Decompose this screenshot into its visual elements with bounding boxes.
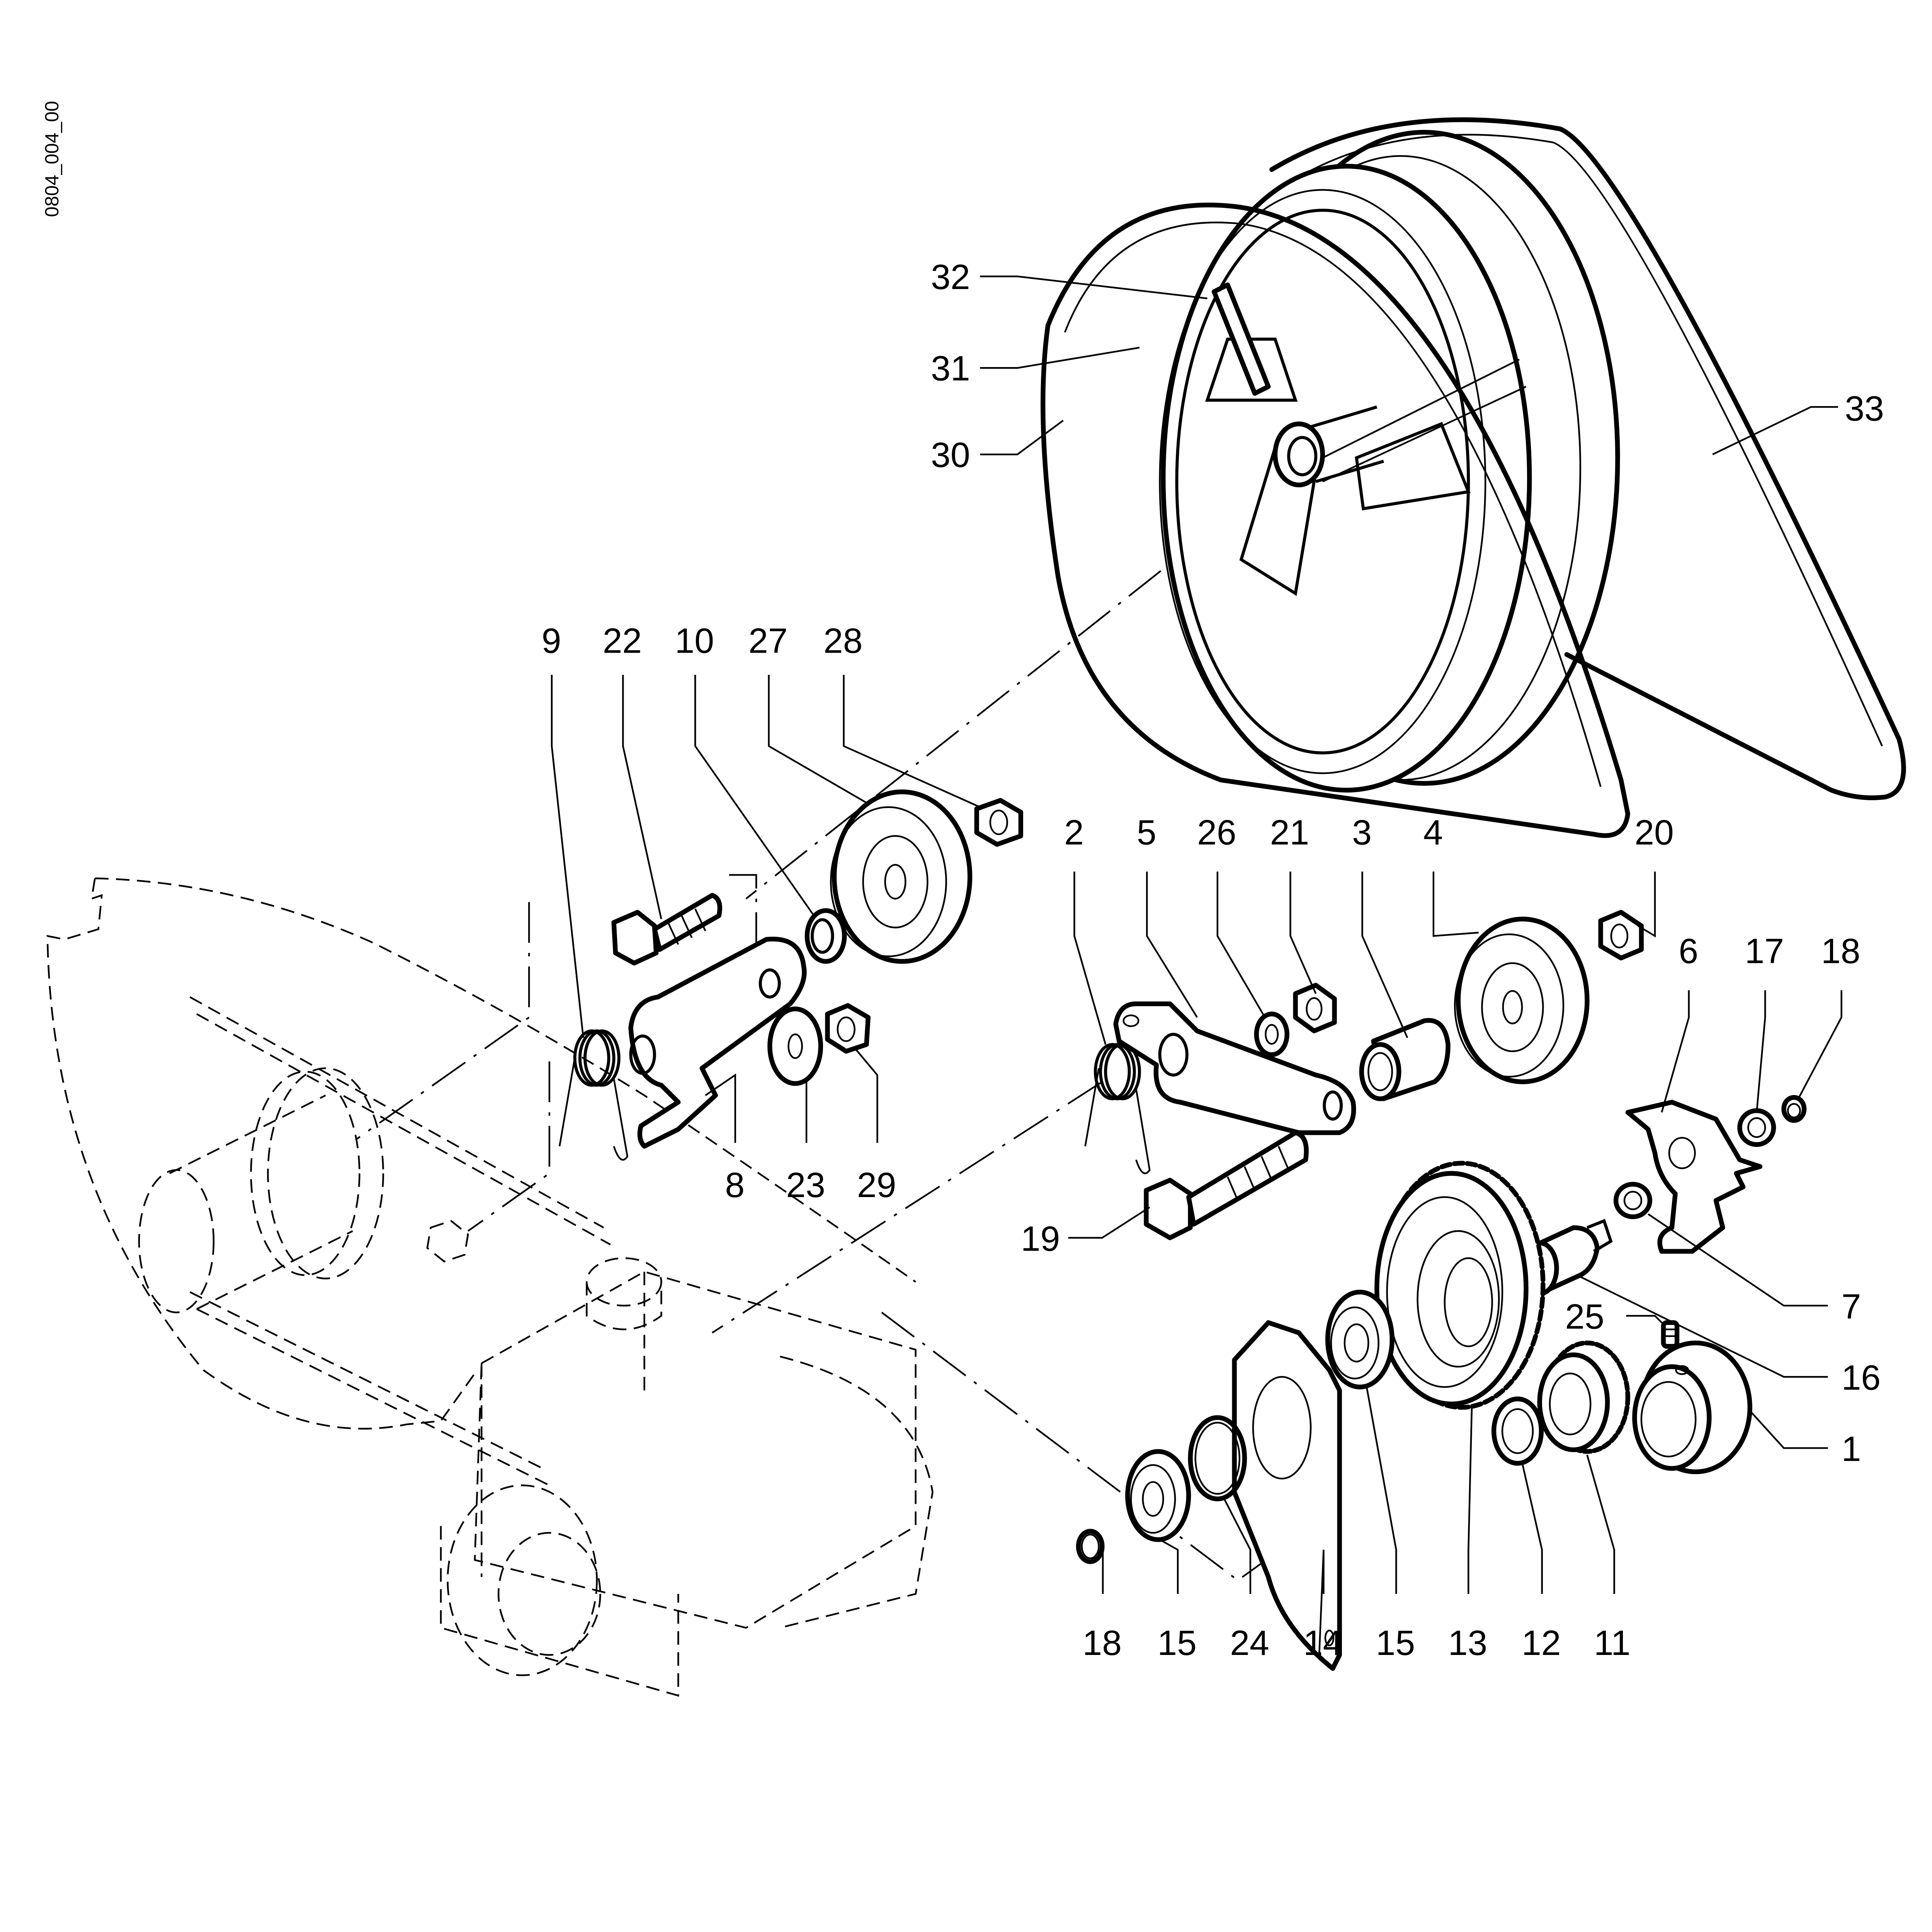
callout-15-left: 15 — [1157, 1623, 1197, 1663]
callout-21: 21 — [1270, 813, 1310, 852]
callout-32: 32 — [931, 257, 970, 297]
callout-7: 7 — [1842, 1287, 1861, 1326]
callout-19: 19 — [1021, 1219, 1060, 1259]
bearing-15-right — [1325, 1289, 1395, 1389]
washer-12 — [1491, 1396, 1544, 1466]
arm-8 — [628, 937, 807, 1149]
bushing-10 — [804, 908, 847, 964]
bolt-19 — [1144, 1130, 1309, 1240]
callout-23: 23 — [786, 1165, 825, 1205]
callout-15-right: 15 — [1376, 1623, 1415, 1663]
callout-labels: 32 31 30 33 9 22 10 27 28 2 5 26 21 3 4 … — [542, 257, 1884, 1663]
bearing-15-left — [1125, 1449, 1191, 1542]
callout-31: 31 — [931, 349, 970, 388]
snap-ring-24 — [1188, 1415, 1247, 1502]
belt-33 — [1269, 117, 1906, 800]
hub-shaft — [1272, 405, 1384, 488]
callout-12: 12 — [1522, 1623, 1561, 1663]
gear-13 — [1374, 1161, 1546, 1410]
callout-4: 4 — [1423, 813, 1443, 852]
callout-26: 26 — [1197, 813, 1236, 852]
nut-21 — [1293, 983, 1337, 1034]
drawing-code: 0804_004_00 — [42, 101, 63, 217]
pulley-30-driven-pulley — [1159, 130, 1620, 793]
callout-18-bottom: 18 — [1082, 1623, 1122, 1663]
circlip-18-bottom — [1076, 1529, 1105, 1564]
nut-29 — [825, 1003, 871, 1054]
callout-29: 29 — [857, 1165, 896, 1205]
sleeve-3 — [1359, 1018, 1451, 1101]
pinion-11 — [1537, 1340, 1630, 1454]
callout-14: 14 — [1303, 1623, 1343, 1663]
washer-23 — [767, 1006, 823, 1086]
belt-30 — [1041, 202, 1630, 838]
spring-2 — [1084, 1043, 1151, 1174]
callout-22: 22 — [603, 621, 642, 660]
callout-18-top: 18 — [1821, 932, 1861, 971]
callout-24: 24 — [1230, 1623, 1269, 1663]
callout-1: 1 — [1842, 1429, 1861, 1469]
bushing-7 — [1613, 1182, 1652, 1219]
hub-1 — [1632, 1340, 1752, 1475]
callout-9: 9 — [542, 621, 561, 660]
bolt-22 — [611, 893, 722, 966]
callout-27: 27 — [748, 621, 788, 660]
callout-3: 3 — [1352, 813, 1372, 852]
callout-5: 5 — [1137, 813, 1156, 852]
key-32 — [1211, 282, 1271, 396]
washer-26 — [1254, 1012, 1289, 1057]
callout-30: 30 — [931, 435, 970, 475]
callout-28: 28 — [823, 621, 863, 660]
callout-16: 16 — [1842, 1358, 1881, 1398]
assembly-axes — [355, 450, 1323, 1582]
exploded-parts-diagram: 0804_004_00 — [42, 101, 1906, 1697]
callout-2: 2 — [1064, 813, 1084, 852]
set-screw-25 — [1661, 1320, 1680, 1349]
engine-housing-ghost — [46, 877, 934, 1697]
nut-28 — [974, 798, 1023, 847]
idler-pulley-27 — [830, 789, 973, 964]
idler-pulley-4 — [1454, 917, 1590, 1084]
callout-8: 8 — [725, 1165, 745, 1205]
callout-33: 33 — [1845, 389, 1884, 428]
arm-5 — [1113, 1001, 1356, 1135]
callout-20: 20 — [1634, 813, 1674, 852]
washer-17 — [1737, 1108, 1776, 1147]
callout-25: 25 — [1565, 1297, 1604, 1337]
leader-lines — [551, 276, 1842, 1655]
plate-14 — [1232, 1320, 1342, 1671]
callout-11: 11 — [1594, 1623, 1631, 1663]
callout-10: 10 — [675, 621, 714, 660]
callout-6: 6 — [1679, 932, 1698, 971]
callout-17: 17 — [1745, 932, 1784, 971]
bracket-6 — [1625, 1100, 1763, 1254]
callout-13: 13 — [1448, 1623, 1488, 1663]
nut-20 — [1598, 910, 1644, 961]
spring-9 — [558, 1029, 628, 1161]
circlip-18-top — [1781, 1095, 1807, 1123]
